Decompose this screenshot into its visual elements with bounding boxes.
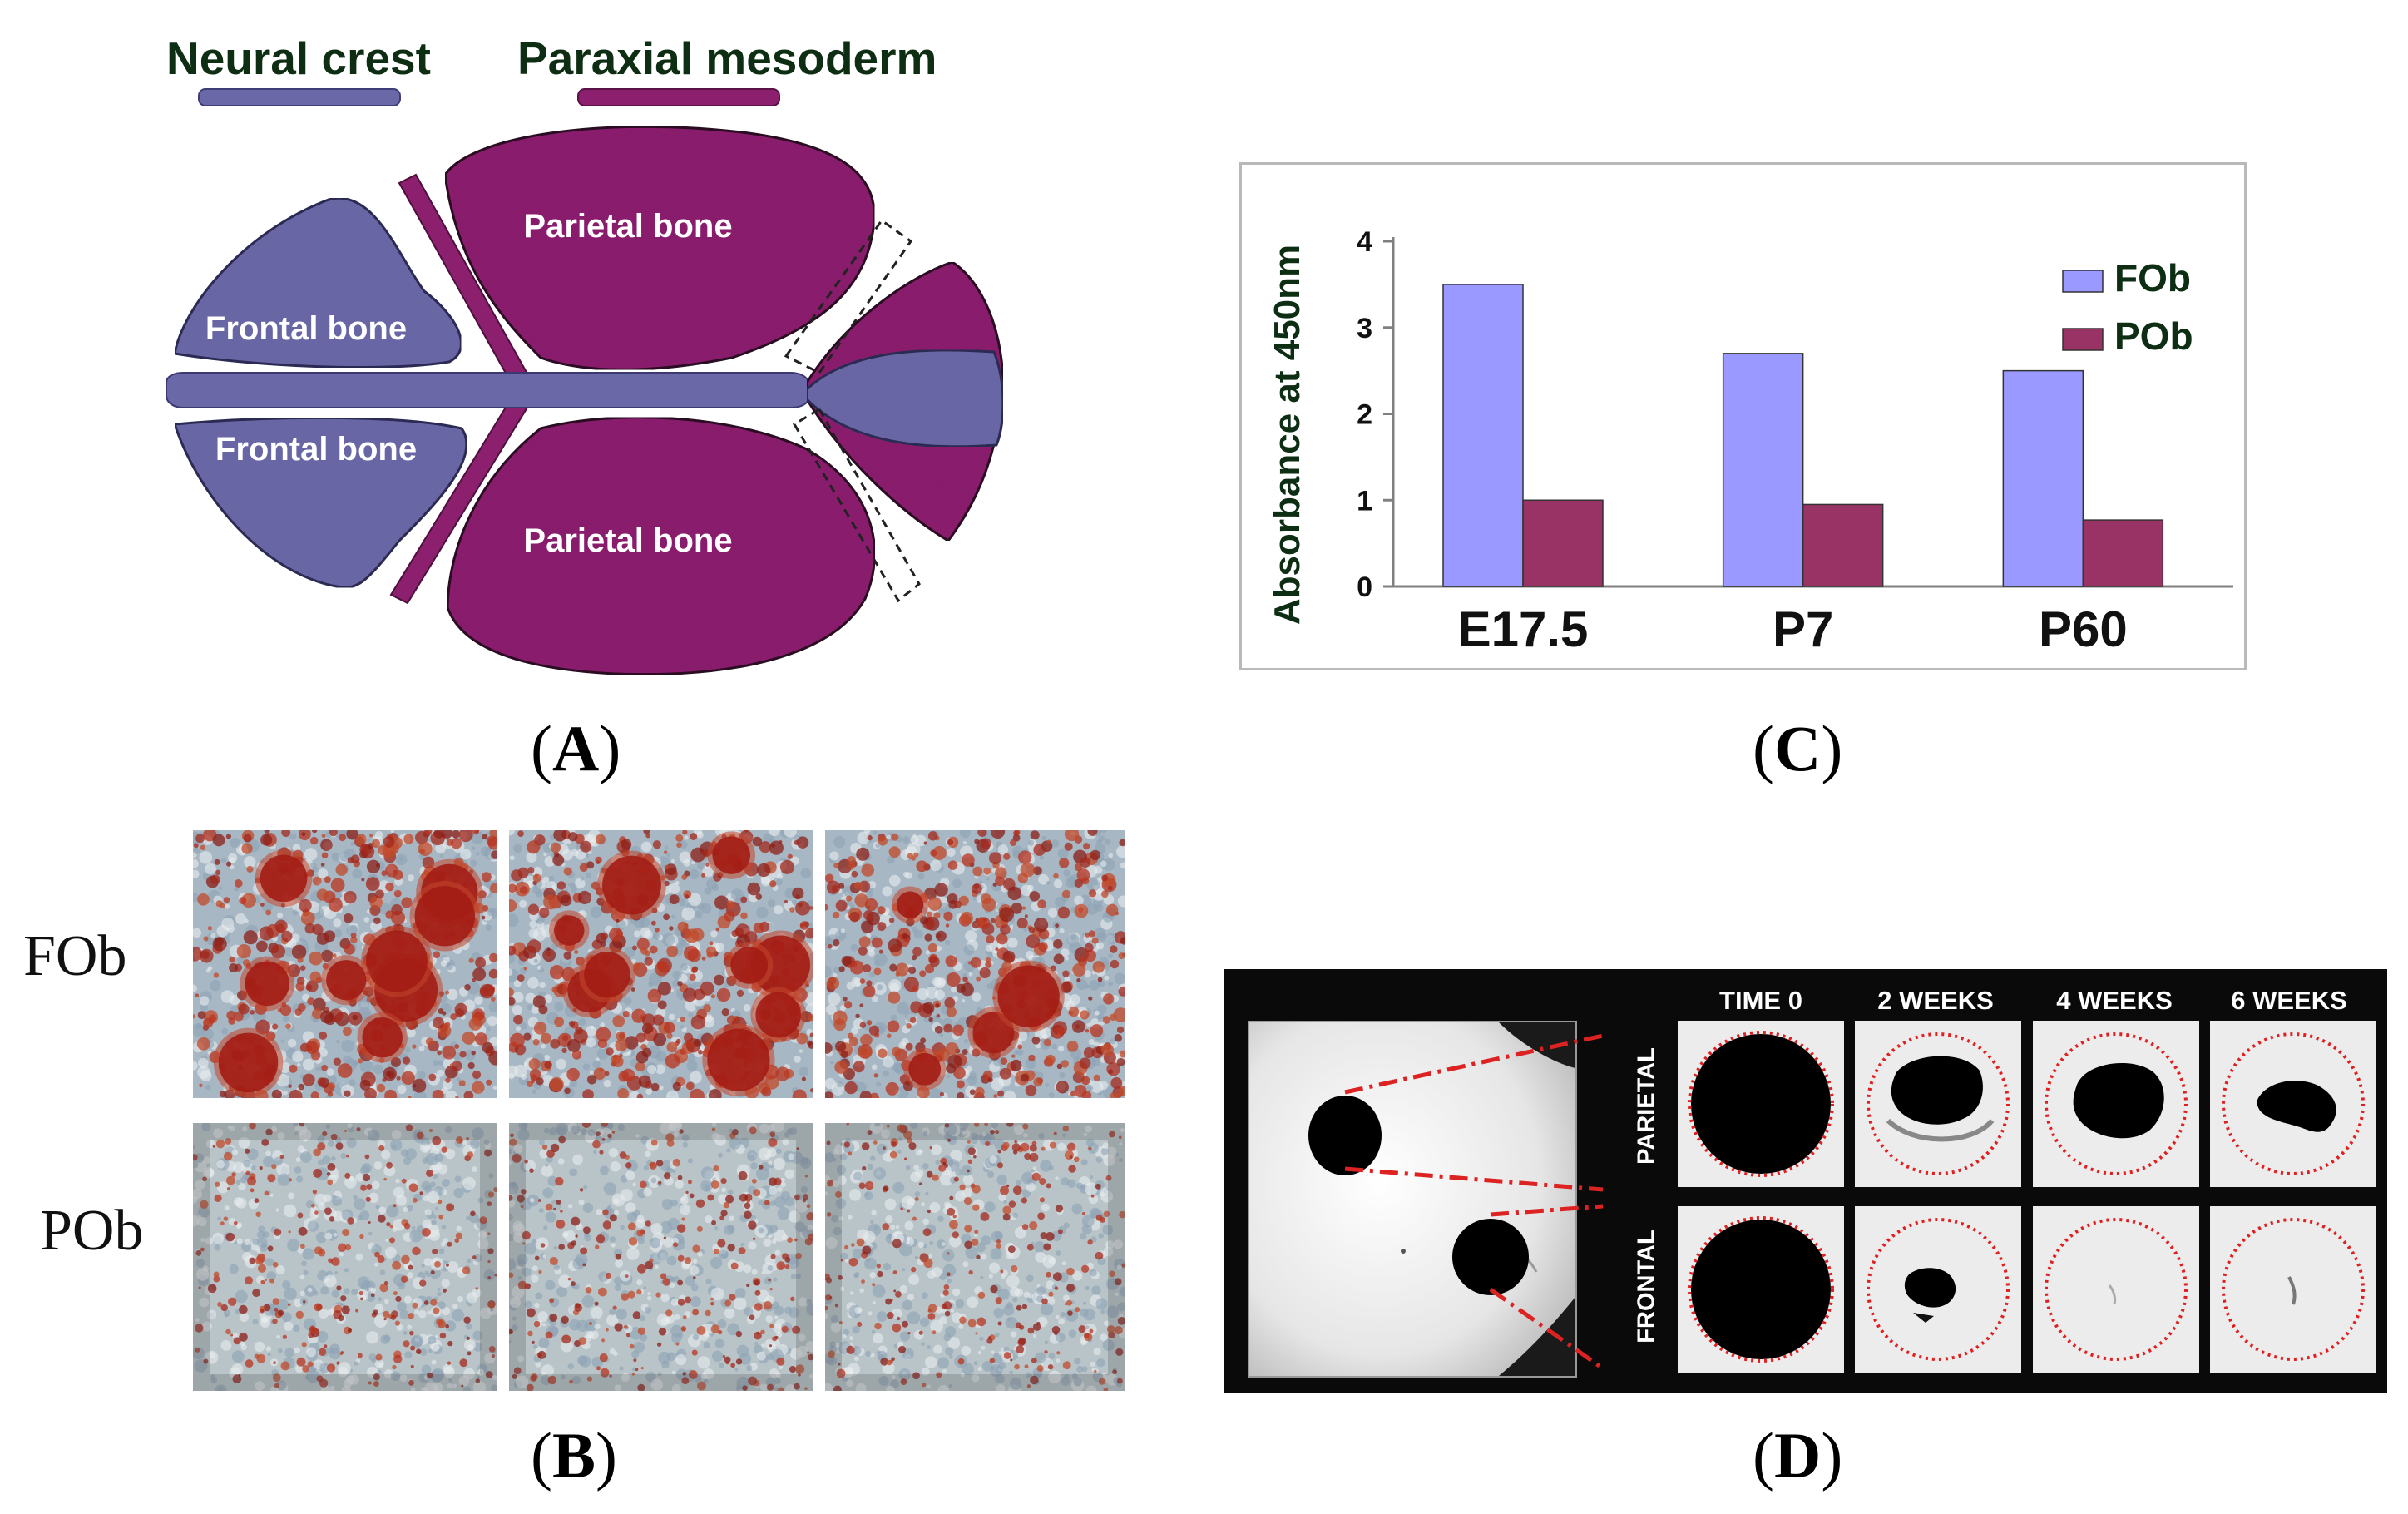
- fob-photo-1: [193, 830, 497, 1098]
- row-label-pob: POb: [40, 1199, 144, 1263]
- legend-paraxial-mesoderm-swatch: [577, 88, 780, 106]
- parietal-defect-hole: [1308, 1096, 1382, 1175]
- parietal-2weeks-tile: [1855, 1021, 2021, 1187]
- y-tick-label: 3: [1357, 313, 1372, 344]
- skull-overview-image: [1248, 1021, 1577, 1378]
- sagittal-suture-shape: [166, 372, 813, 408]
- col-header-time0: TIME 0: [1719, 986, 1802, 1015]
- lambdoid-dashed-bottom: [792, 407, 921, 603]
- row-label-fob: FOb: [23, 924, 127, 988]
- frontal-2weeks-tile: [1855, 1206, 2021, 1373]
- legend-neural-crest-label: Neural crest: [166, 32, 431, 84]
- parietal-time0-tile: [1678, 1021, 1844, 1187]
- bar-fob-p60: [2002, 369, 2084, 587]
- y-tick-label: 0: [1357, 571, 1372, 603]
- bar-fob-p7: [1722, 353, 1804, 587]
- panel-c-label: (C): [1753, 712, 1843, 784]
- bar-pob-p7: [1802, 503, 1884, 587]
- pob-photo-3: [825, 1123, 1125, 1391]
- parietal-6weeks-tile: [2210, 1021, 2376, 1187]
- legend-label-pob: POb: [2114, 314, 2193, 358]
- bar-pob-p60: [2082, 519, 2164, 587]
- legend-swatch-pob: [2062, 328, 2104, 351]
- x-category-label: P60: [2039, 601, 2128, 657]
- panel-a-label: (A): [531, 712, 621, 784]
- defect-healing-panel: TIME 0 2 WEEKS 4 WEEKS 6 WEEKS PARIETAL …: [1224, 969, 2387, 1393]
- frontal-bone-top-label: Frontal bone: [205, 310, 407, 347]
- frontal-6weeks-tile: [2210, 1206, 2376, 1373]
- frontal-4weeks-tile: [2033, 1206, 2199, 1373]
- x-category-label: E17.5: [1458, 601, 1589, 657]
- interparietal-neural-crest-shape: [805, 349, 1005, 448]
- parietal-bone-top-shape: [443, 125, 876, 371]
- zoom-lines: [1344, 1033, 1605, 1371]
- parietal-4weeks-tile: [2033, 1021, 2199, 1187]
- bar-fob-e17-5: [1442, 284, 1524, 587]
- fob-photo-2: [509, 830, 813, 1098]
- bar-pob-e17-5: [1522, 499, 1604, 587]
- y-tick-label: 2: [1357, 399, 1372, 431]
- y-tick-label: 1: [1357, 485, 1372, 517]
- parietal-bone-bottom-shape: [446, 416, 877, 676]
- row-label-frontal: FRONTAL: [1633, 1230, 1660, 1343]
- pob-photo-1: [193, 1123, 497, 1391]
- row-label-parietal: PARIETAL: [1633, 1047, 1660, 1165]
- panel-b-label: (B): [531, 1419, 617, 1492]
- col-header-4weeks: 4 WEEKS: [2056, 986, 2173, 1015]
- legend-paraxial-mesoderm-label: Paraxial mesoderm: [517, 32, 937, 84]
- frontal-time0-tile: [1678, 1206, 1844, 1373]
- lambdoid-dashed-top: [784, 218, 913, 374]
- parietal-bone-top-label: Parietal bone: [523, 208, 732, 245]
- legend-label-fob: FOb: [2114, 256, 2191, 299]
- y-tick-label: 4: [1357, 226, 1372, 258]
- y-axis-label: Absorbance at 450nm: [1267, 245, 1308, 625]
- legend-swatch-fob: [2062, 270, 2104, 293]
- frontal-defect-hole: [1452, 1219, 1529, 1295]
- frontal-bone-bottom-shape: [172, 416, 468, 589]
- parietal-bone-bottom-label: Parietal bone: [523, 522, 732, 559]
- col-header-6weeks: 6 WEEKS: [2231, 986, 2347, 1015]
- frontal-bone-bottom-label: Frontal bone: [215, 431, 417, 468]
- skull-diagram: Parietal bone Parietal bone Frontal bone…: [166, 125, 1005, 676]
- fob-photo-3: [825, 830, 1125, 1098]
- x-category-label: P7: [1773, 601, 1833, 657]
- col-header-2weeks: 2 WEEKS: [1877, 986, 1994, 1015]
- frontal-bone-top-shape: [173, 196, 462, 369]
- panel-d-label: (D): [1753, 1419, 1843, 1492]
- pob-photo-2: [509, 1123, 813, 1391]
- legend-neural-crest-swatch: [198, 88, 401, 106]
